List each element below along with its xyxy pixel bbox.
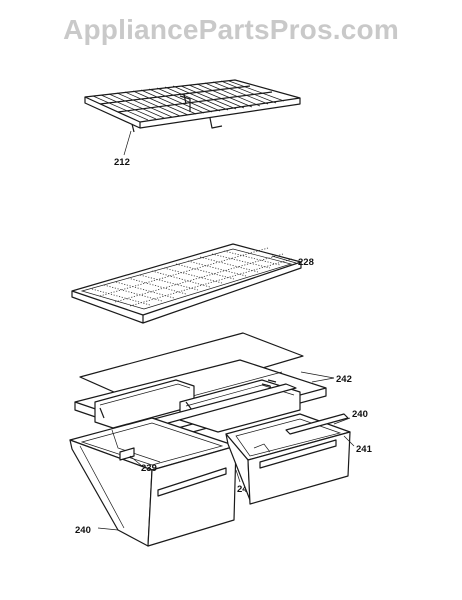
callout-212: 212 — [114, 157, 130, 168]
leader-242a — [300, 371, 335, 379]
wire-shelf-212 — [84, 79, 301, 133]
leader-240b — [97, 527, 119, 531]
leader-240a — [333, 417, 351, 425]
glass-shelf-228 — [71, 243, 302, 324]
watermark: AppliancePartsPros.com — [63, 14, 399, 45]
callout-242: 242 — [336, 374, 352, 385]
callout-240-left: 240 — [75, 525, 91, 536]
leader-212 — [123, 130, 132, 156]
callout-228: 228 — [298, 257, 314, 268]
leader-242b — [311, 377, 335, 383]
callout-239: 239 — [141, 463, 157, 474]
crisper-drawer-right — [225, 413, 351, 505]
leader-241b — [235, 469, 241, 483]
leader-239 — [129, 455, 143, 467]
leader-228 — [271, 255, 297, 264]
crisper-drawer-left — [69, 417, 237, 547]
leader-241a — [343, 435, 355, 447]
callout-240-right: 240 — [352, 409, 368, 420]
callout-241-right: 241 — [356, 444, 373, 455]
